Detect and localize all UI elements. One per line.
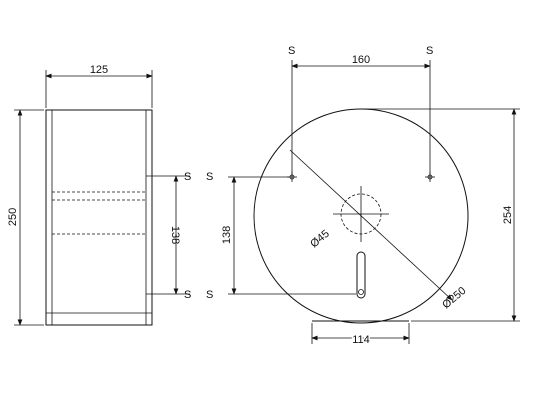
screw-label-top-left: S [288,45,295,57]
side-width-label: 125 [90,64,108,76]
dispenser-body-circle [253,108,469,324]
side-screw-label-top: S [184,171,191,183]
side-height-label: 250 [7,208,19,226]
side-screw-label-bottom: S [184,289,191,301]
screw-spacing-label: 160 [352,54,370,66]
side-slot-spacing-label: 138 [169,226,181,244]
hole-diameter-label: Ø45 [308,228,332,251]
front-view: 160 S S 138 S S 254 114 Ø45 Ø250 [206,45,520,348]
base-width-label: 114 [352,334,370,346]
body-diameter-label: Ø250 [440,285,468,311]
side-view: 125 250 138 S S [7,64,191,326]
side-body-outline [45,109,153,326]
diameter-leader-line [289,149,453,301]
keyhole-slot [356,251,366,299]
screw-label-left-top: S [206,171,213,183]
height-label: 254 [502,206,514,224]
vertical-spacing-label: 138 [221,226,233,244]
screw-label-left-bottom: S [206,289,213,301]
screw-label-top-right: S [426,45,433,57]
